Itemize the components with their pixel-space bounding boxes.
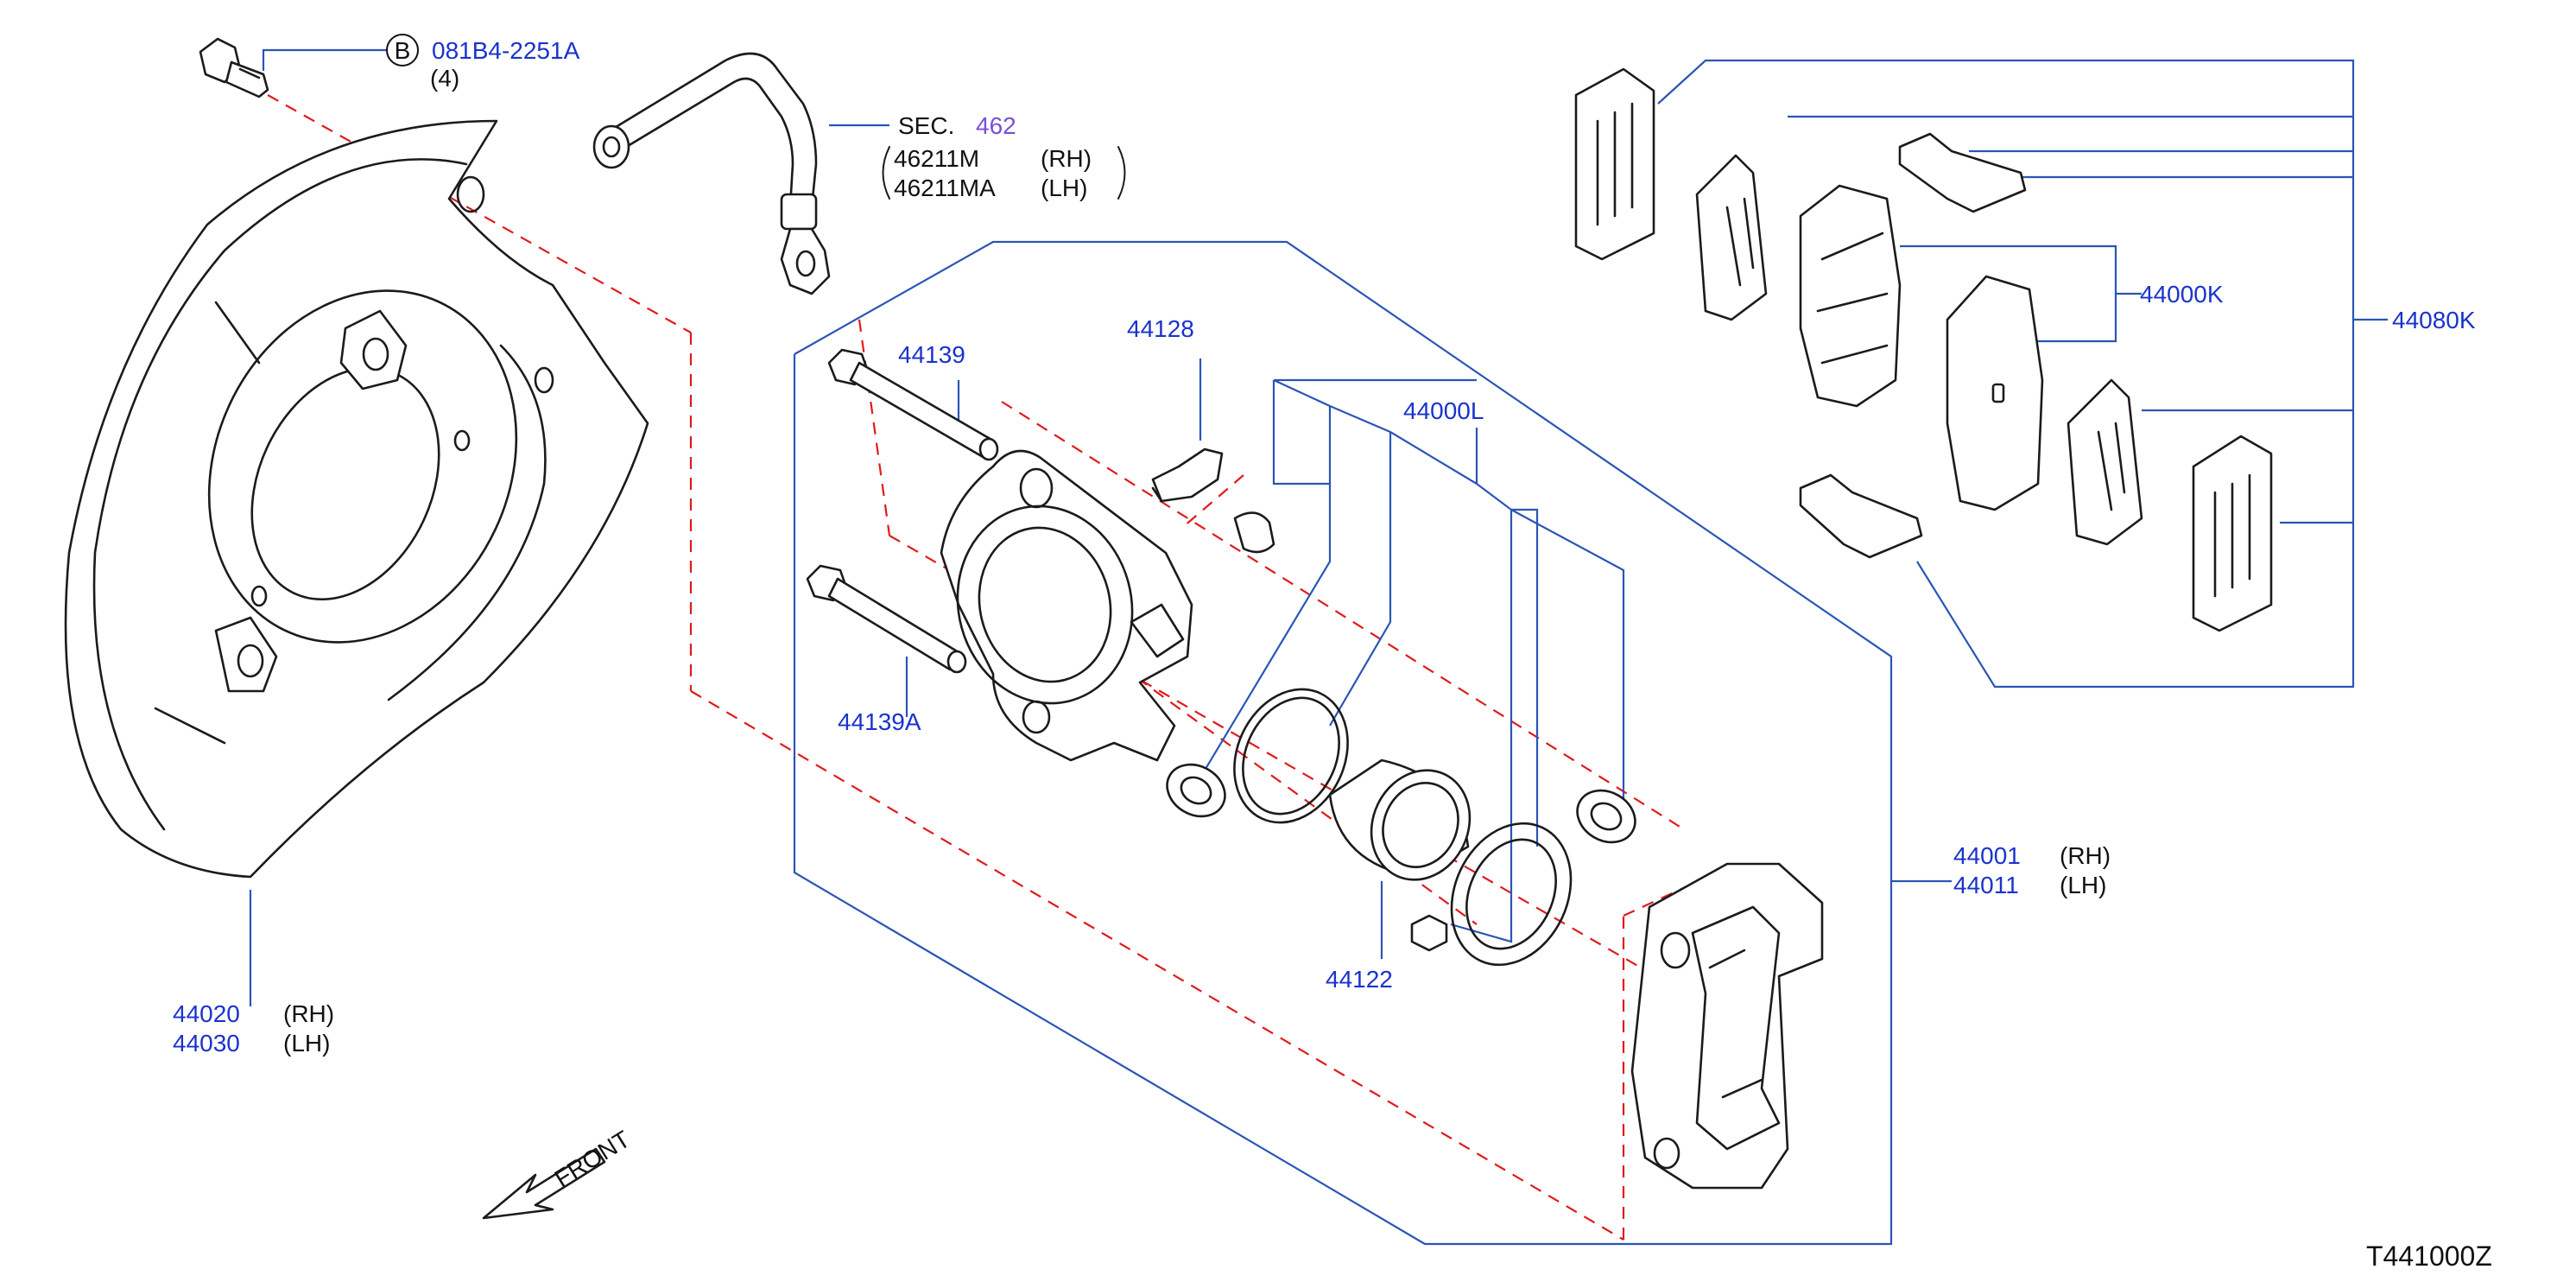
- bolt-quantity: (4): [430, 65, 459, 92]
- anti-rattle-clip-top: [1898, 132, 2027, 213]
- bleeder-screw: [1151, 447, 1224, 503]
- baffle-lh-side: (LH): [283, 1030, 330, 1057]
- section-number: 462: [976, 112, 1016, 139]
- piston-label: 44122: [1326, 966, 1393, 993]
- bleeder-label: 44128: [1127, 315, 1194, 342]
- hose-rh-part-number: 46211M: [894, 145, 979, 172]
- bolt-callout: B 081B4-2251A (4): [386, 34, 580, 92]
- baffle-callout: 44020 (RH) 44030 (LH): [173, 1000, 334, 1057]
- piston-boot: [1450, 822, 1573, 967]
- baffle-rh-part-number: 44020: [173, 1000, 240, 1027]
- slide-pin-label: 44139: [898, 341, 965, 368]
- dust-boot-left: [1166, 763, 1226, 818]
- caliper-body: [940, 449, 1193, 762]
- small-nut: [1410, 914, 1448, 952]
- front-arrow-icon: [482, 1147, 606, 1220]
- seal-kit-label: 44000L: [1403, 397, 1484, 424]
- front-label: FRONT: [550, 1126, 635, 1192]
- piston: [1328, 758, 1472, 881]
- pad-set-label: 44000K: [2140, 281, 2224, 308]
- brake-pad-outer: [1799, 184, 1902, 408]
- baffle-plate: [64, 119, 649, 879]
- diagram-id: T441000Z: [2366, 1241, 2492, 1272]
- caliper-bracket: [1630, 862, 1824, 1190]
- hose-lh-part-number: 46211MA: [894, 175, 996, 201]
- caliper-lh-part-number: 44011: [1953, 872, 2019, 898]
- slide-pin-a-label: 44139A: [838, 708, 921, 735]
- slide-pin-44139: [827, 348, 999, 461]
- baffle-rh-side: (RH): [283, 1000, 334, 1027]
- bleeder-cap: [1233, 511, 1275, 554]
- hose-callout: SEC. 462 46211M (RH) 46211MA (LH): [882, 112, 1126, 201]
- pad-shim-outer-2: [2192, 435, 2273, 632]
- brake-pad-inner: [1946, 275, 2044, 511]
- hose-lh-side: (LH): [1041, 175, 1087, 201]
- section-prefix: SEC.: [898, 112, 954, 139]
- pad-shim-inner-1: [1695, 154, 1768, 321]
- mounting-bolt: [199, 37, 269, 98]
- caliper-rh-part-number: 44001: [1953, 842, 2021, 869]
- brake-hose: [592, 52, 831, 295]
- caliper-callout: 44001 (RH) 44011 (LH): [1953, 842, 2111, 898]
- slide-pin-44139a: [806, 564, 967, 674]
- caliper-lh-side: (LH): [2060, 872, 2106, 898]
- baffle-lh-part-number: 44030: [173, 1030, 240, 1057]
- piston-seal: [1233, 688, 1349, 824]
- anti-rattle-clip-bottom: [1799, 473, 1923, 559]
- pad-shim-outer-1: [1574, 67, 1655, 261]
- pad-kit-label: 44080K: [2392, 307, 2476, 333]
- leader-lines: [249, 48, 2388, 1246]
- circle-letter-b: B: [395, 37, 411, 64]
- pad-shim-inner-2: [2066, 378, 2143, 546]
- bolt-part-number: 081B4-2251A: [432, 37, 580, 64]
- dust-boot-right: [1576, 789, 1636, 844]
- hose-rh-side: (RH): [1041, 145, 1092, 172]
- caliper-rh-side: (RH): [2060, 842, 2111, 869]
